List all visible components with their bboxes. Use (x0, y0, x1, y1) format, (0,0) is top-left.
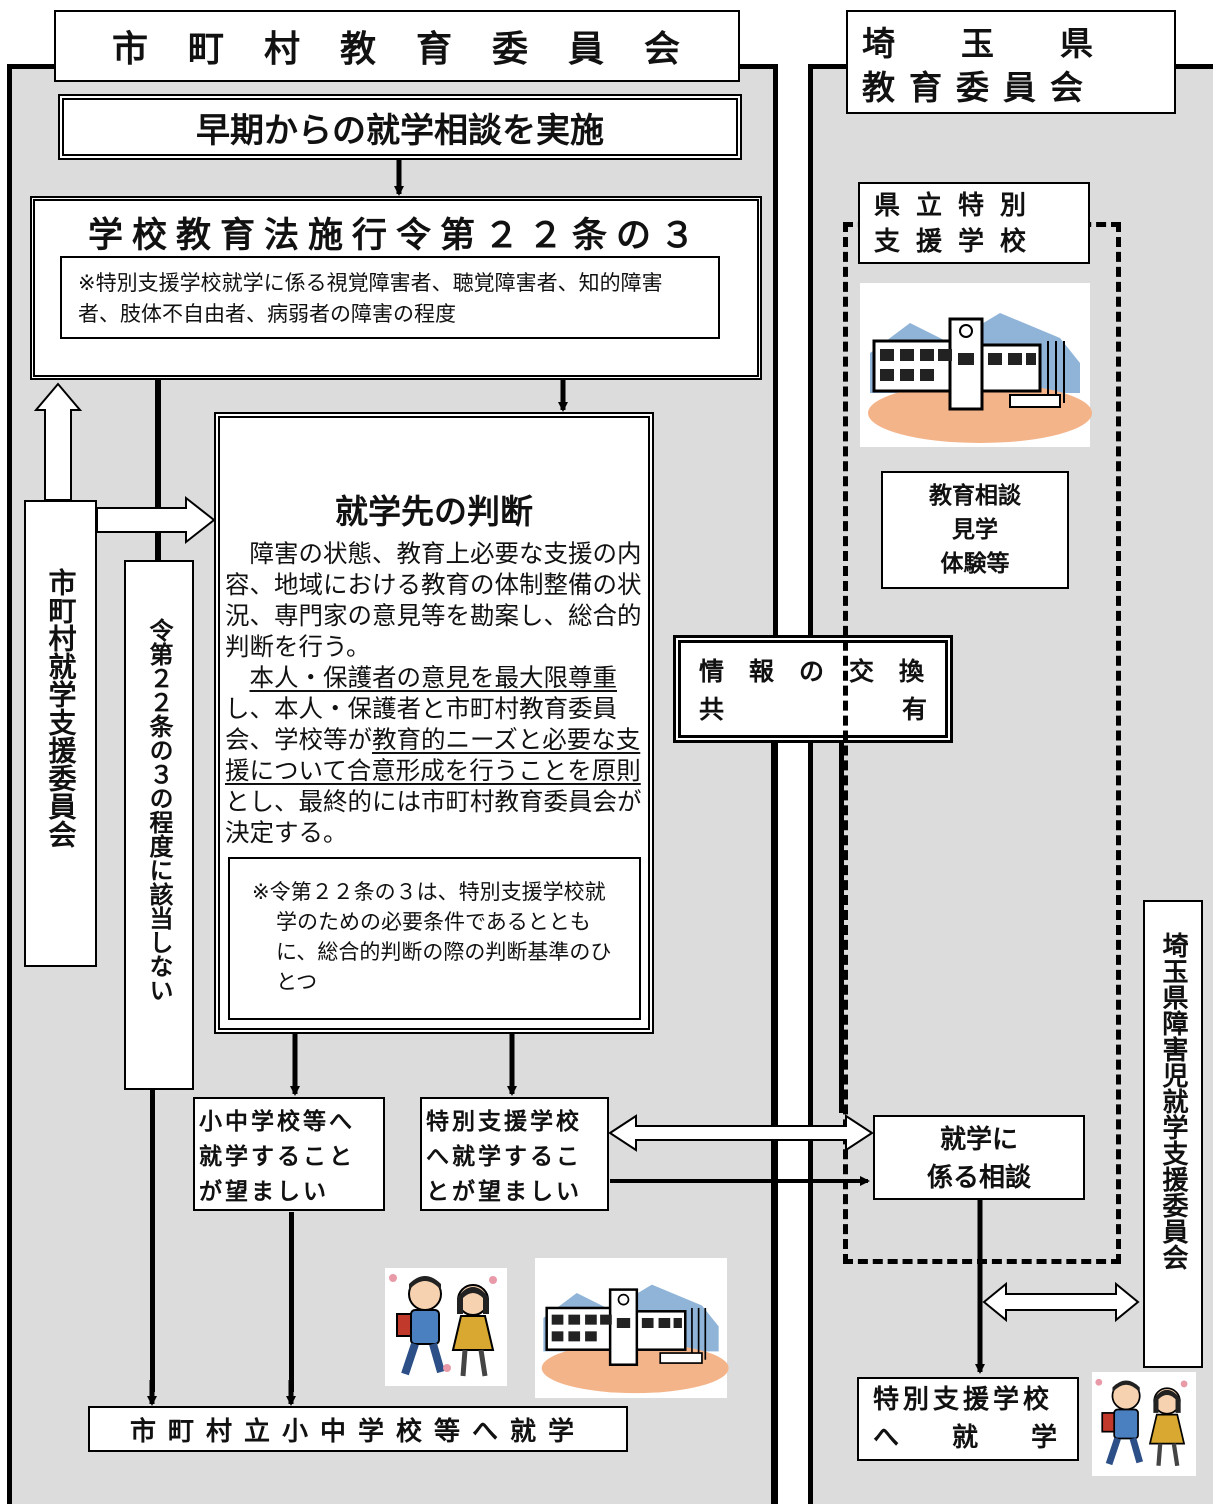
activities-box: 教育相談 見学 体験等 (881, 471, 1069, 589)
enroll-special-line2b: 就 (951, 1423, 978, 1453)
line-not-applicable-down (150, 1090, 155, 1392)
special-school-label-line2: 支援学校 (874, 227, 1043, 257)
municipal-support-committee-label: 市町村就学支援委員会 (44, 568, 78, 848)
children-walking-icon (389, 1274, 497, 1377)
judgement-note: ※令第２２条の３は、特別支援学校就学のための必要条件であるとともに、総合的判断の… (228, 857, 641, 1020)
arrow-committee-to-judgement (96, 495, 216, 545)
arrow-committee-to-law (33, 382, 83, 501)
info-exchange-line2b: 有 (901, 695, 927, 724)
elem-desirable-box: 小中学校等へ就学することが望ましい (193, 1097, 385, 1211)
activity-experience: 体験等 (940, 551, 1010, 577)
judgement-title: 就学先の判断 (335, 492, 533, 531)
special-school-label: 県立特別 支援学校 (858, 182, 1090, 264)
not-applicable-box: 令第２２条の３の程度に該当しない (124, 560, 194, 1090)
enrollment-consultation-box: 就学に 係る相談 (873, 1115, 1085, 1200)
municipal-title: 市 町 村 教 育 委 員 会 (54, 10, 740, 82)
enroll-special-line2: へ就学 (873, 1419, 1063, 1457)
prefecture-title-line1: 埼 玉 県 (862, 24, 1093, 63)
info-exchange-line2: 共有 (699, 691, 927, 729)
line-law-down (155, 380, 161, 560)
activity-tour: 見学 (952, 517, 998, 543)
line-exchange-down-right (839, 743, 844, 1113)
line-exchange-down-left (771, 743, 776, 1504)
judgement-para2-b: とし、最終的には市町村教育委員会が決定する。 (225, 787, 642, 847)
enroll-local-box: 市町村立小中学校等へ就学 (88, 1406, 628, 1452)
prefecture-title-line2: 教育委員会 (862, 68, 1097, 107)
info-exchange-box: 情 報 の 交 換 共有 (673, 635, 953, 743)
children-picture-municipal (385, 1268, 507, 1386)
enroll-special-box: 特別支援学校 へ 就 学 (857, 1377, 1079, 1461)
arrow-special-consult-exchange (608, 1114, 874, 1152)
enrollment-consultation-line1: 就学に (939, 1125, 1018, 1155)
judgement-para1: 障害の状態、教育上必要な支援の内容、地域における教育の体制整備の状況、専門家の意… (225, 539, 642, 661)
prefecture-support-committee: 埼玉県障害児就学支援委員会 (1143, 900, 1203, 1368)
enrollment-consultation-line2: 係る相談 (926, 1163, 1031, 1193)
children-walking-icon (1095, 1378, 1188, 1467)
special-desirable-box: 特別支援学校へ就学することが望ましい (420, 1097, 609, 1211)
school-building-picture-prefecture (860, 283, 1092, 447)
school-building-icon (868, 313, 1092, 443)
special-school-label-line1: 県立特別 (874, 191, 1043, 221)
judgement-para2-a: し、本人・保護者と市町村教育委員会、学校等が (225, 694, 617, 754)
judgement-para2-u2: 教育的ニーズと必要な支援について合意形成を行うことを原則 (225, 725, 641, 785)
law-note: ※特別支援学校就学に係る視覚障害者、聴覚障害者、知的障害者、肢体不自由者、病弱者… (60, 256, 720, 339)
line-elem-down (289, 1212, 294, 1392)
law-article-title: 学校教育法施行令第２２条の３ (87, 216, 704, 256)
enroll-special-line2a: へ (873, 1423, 900, 1453)
children-picture-prefecture (1092, 1372, 1196, 1476)
enroll-special-line2c: 学 (1030, 1423, 1057, 1453)
not-applicable-label: 令第２２条の３の程度に該当しない (145, 618, 173, 1002)
school-building-picture-municipal (535, 1258, 729, 1398)
judgement-para2-u1: 本人・保護者の意見を最大限尊重 (249, 663, 618, 692)
info-exchange-line2a: 共 (699, 695, 725, 724)
activity-consultation: 教育相談 (929, 483, 1021, 509)
arrow-consult-committee-exchange (982, 1281, 1140, 1323)
prefecture-support-committee-label: 埼玉県障害児就学支援委員会 (1158, 932, 1188, 1270)
early-consultation-box: 早期からの就学相談を実施 (58, 94, 742, 160)
judgement-para2: 本人・保護者の意見を最大限尊重し、本人・保護者と市町村教育委員会、学校等が教育的… (225, 662, 645, 848)
enroll-special-line1: 特別支援学校 (873, 1385, 1054, 1415)
prefecture-title: 埼 玉 県 教育委員会 (846, 10, 1176, 114)
school-building-icon (541, 1284, 729, 1394)
info-exchange-line1: 情 報 の 交 換 (699, 657, 925, 686)
municipal-support-committee: 市町村就学支援委員会 (24, 500, 97, 967)
